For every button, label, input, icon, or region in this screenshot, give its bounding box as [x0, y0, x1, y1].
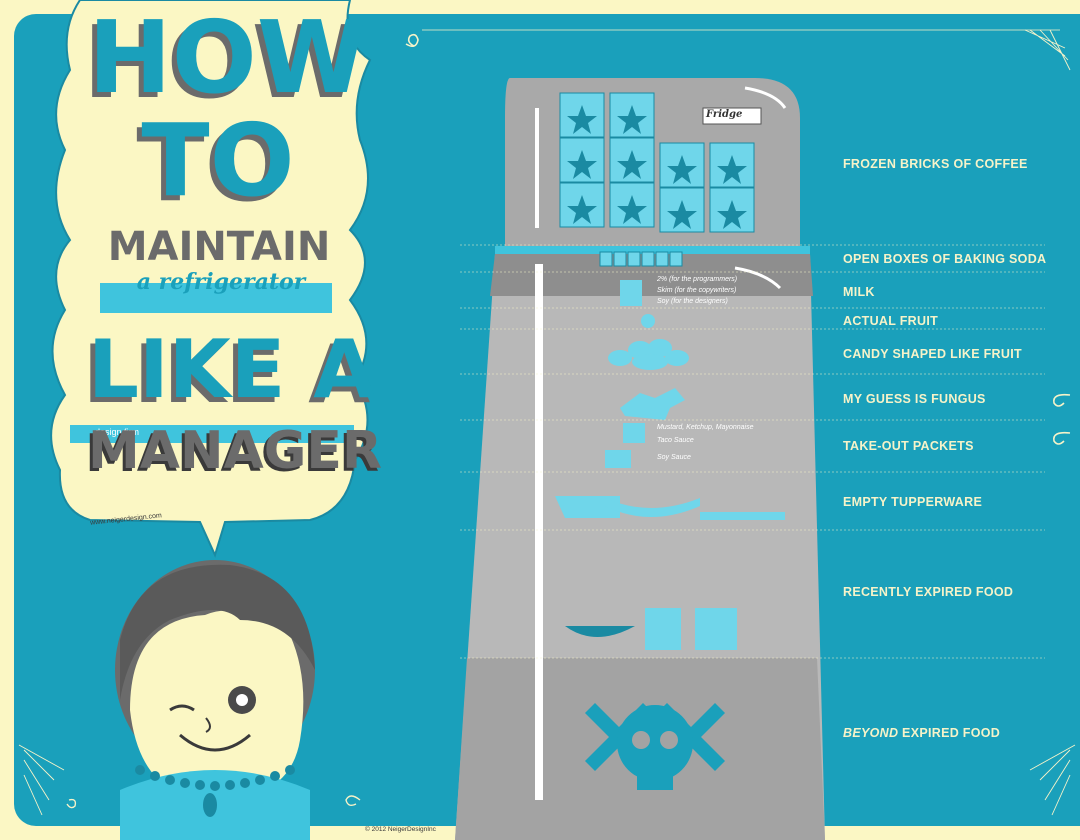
shelf-label-baking-soda: OPEN BOXES OF BAKING SODA [843, 252, 1047, 266]
milk-note-skim: Skim (for the copywriters) [657, 287, 737, 294]
bottom-right-ornament [1029, 744, 1076, 816]
manager-portrait [115, 560, 315, 840]
beyond-emphasis: BEYOND [843, 726, 899, 740]
packet-note-taco: Taco Sauce [657, 437, 694, 444]
shelf-label-milk: MILK [843, 285, 875, 299]
milk-note-soy: Soy (for the designers) [657, 298, 728, 305]
refrigerator-banner [100, 283, 332, 313]
shelf-label-tupperware: EMPTY TUPPERWARE [843, 495, 983, 509]
packet-note-condiments: Mustard, Ketchup, Mayonnaise [657, 424, 754, 431]
title-maintain: MAINTAIN [107, 224, 331, 270]
shelf-label-fungus: MY GUESS IS FUNGUS [843, 392, 986, 406]
milk-note-2pct: 2% (for the programmers) [657, 276, 738, 283]
title-manager: MANAGER [88, 421, 382, 481]
fridge [455, 78, 825, 840]
fridge-brand: Fridge [706, 109, 743, 120]
title-how: HOW [88, 0, 368, 116]
shelf-label-recently-expired: RECENTLY EXPIRED FOOD [843, 585, 1014, 599]
speech-bubble [50, 0, 372, 558]
title-a-refrigerator: a refrigerator [136, 269, 306, 295]
design-firm-ribbon [70, 425, 354, 443]
shelf-label-frozen-coffee: FROZEN BRICKS OF COFFEE [843, 157, 1028, 171]
side-swirl-ornament [1053, 393, 1071, 445]
title-to: TO [141, 102, 295, 219]
title-like-a: LIKE A [88, 323, 376, 416]
bottom-swirl-ornament [345, 795, 361, 807]
bottom-left-ornament [18, 744, 77, 816]
shelf-label-actual-fruit: ACTUAL FRUIT [843, 314, 939, 328]
design-firm-tag: design firm [95, 427, 140, 437]
beyond-rest: EXPIRED FOOD [898, 726, 1001, 740]
shelf-label-beyond-expired: BEYOND EXPIRED FOOD [843, 726, 1000, 740]
top-border-ornament [405, 29, 1071, 71]
shelf-label-takeout: TAKE-OUT PACKETS [843, 439, 974, 453]
shelf-guides [460, 244, 1045, 659]
copyright: © 2012 NeigerDesignInc [365, 826, 436, 833]
shelf-label-candy: CANDY SHAPED LIKE FRUIT [843, 347, 1022, 361]
packet-note-soy: Soy Sauce [657, 454, 691, 461]
